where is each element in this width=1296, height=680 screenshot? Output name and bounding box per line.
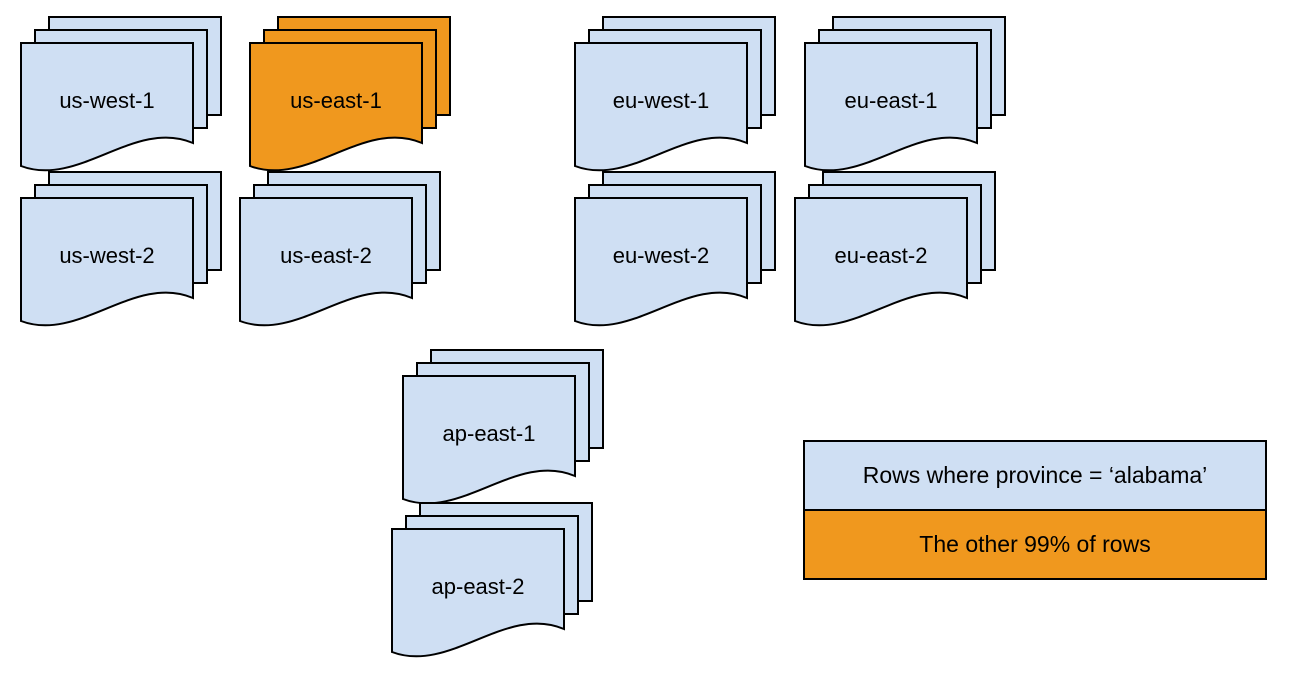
region-label-eu-west-1: eu-west-1 <box>612 88 710 113</box>
region-label-us-west-2: us-west-2 <box>59 243 155 268</box>
region-label-eu-east-1: eu-east-1 <box>844 88 938 113</box>
legend-item-alabama-rows: Rows where province = ‘alabama’ <box>803 440 1267 511</box>
region-label-eu-west-2: eu-west-2 <box>612 243 710 268</box>
doc-stack-eu-east-2: eu-east-2 <box>793 171 997 331</box>
legend-label-other-rows: The other 99% of rows <box>919 531 1151 557</box>
region-label-ap-east-2: ap-east-2 <box>431 574 525 599</box>
doc-stack-us-east-1: us-east-1 <box>248 16 452 176</box>
doc-stack-us-east-2: us-east-2 <box>238 171 442 331</box>
region-label-us-west-1: us-west-1 <box>59 88 155 113</box>
doc-stack-ap-east-1: ap-east-1 <box>401 349 605 509</box>
legend-item-other-rows: The other 99% of rows <box>803 509 1267 580</box>
doc-stack-us-west-1: us-west-1 <box>19 16 223 176</box>
doc-stack-eu-west-1: eu-west-1 <box>573 16 777 176</box>
legend: Rows where province = ‘alabama’ The othe… <box>803 440 1267 580</box>
legend-label-alabama-rows: Rows where province = ‘alabama’ <box>862 462 1208 488</box>
region-label-ap-east-1: ap-east-1 <box>442 421 536 446</box>
doc-stack-us-west-2: us-west-2 <box>19 171 223 331</box>
region-label-us-east-2: us-east-2 <box>280 243 372 268</box>
region-label-eu-east-2: eu-east-2 <box>834 243 928 268</box>
doc-stack-eu-east-1: eu-east-1 <box>803 16 1007 176</box>
doc-stack-eu-west-2: eu-west-2 <box>573 171 777 331</box>
region-label-us-east-1: us-east-1 <box>290 88 382 113</box>
doc-stack-ap-east-2: ap-east-2 <box>390 502 594 662</box>
